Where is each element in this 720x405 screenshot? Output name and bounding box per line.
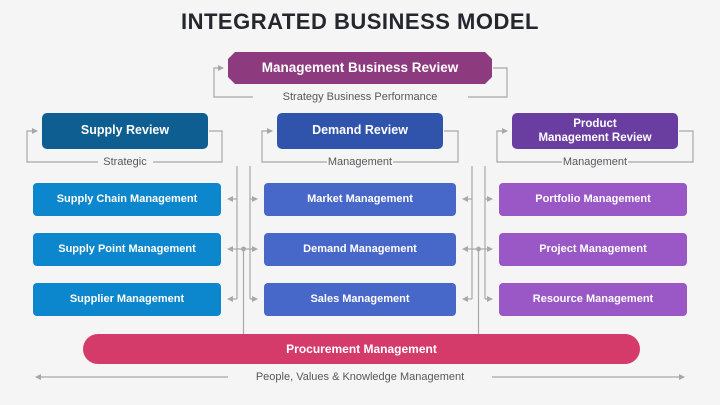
portfolio-management-box: Portfolio Management [499, 183, 687, 216]
supply-column-tag: Strategic [103, 156, 147, 168]
demand-review-header: Demand Review [277, 113, 443, 149]
product-column-tag: Management [562, 156, 628, 168]
strategy-performance-label: Strategy Business Performance [282, 91, 438, 103]
product-management-review-header: Product Management Review [512, 113, 678, 149]
demand-column-tag: Management [327, 156, 393, 168]
resource-management-box: Resource Management [499, 283, 687, 316]
supply-chain-management-box: Supply Chain Management [33, 183, 221, 216]
sales-management-box: Sales Management [264, 283, 456, 316]
project-management-box: Project Management [499, 233, 687, 266]
supplier-management-box: Supplier Management [33, 283, 221, 316]
supply-review-header: Supply Review [42, 113, 208, 149]
page-title: INTEGRATED BUSINESS MODEL [180, 9, 539, 34]
procurement-management-bar: Procurement Management [83, 334, 640, 364]
market-management-box: Market Management [264, 183, 456, 216]
people-values-knowledge-label: People, Values & Knowledge Management [255, 371, 465, 383]
management-business-review-box: Management Business Review [228, 52, 492, 84]
supply-point-management-box: Supply Point Management [33, 233, 221, 266]
demand-management-box: Demand Management [264, 233, 456, 266]
